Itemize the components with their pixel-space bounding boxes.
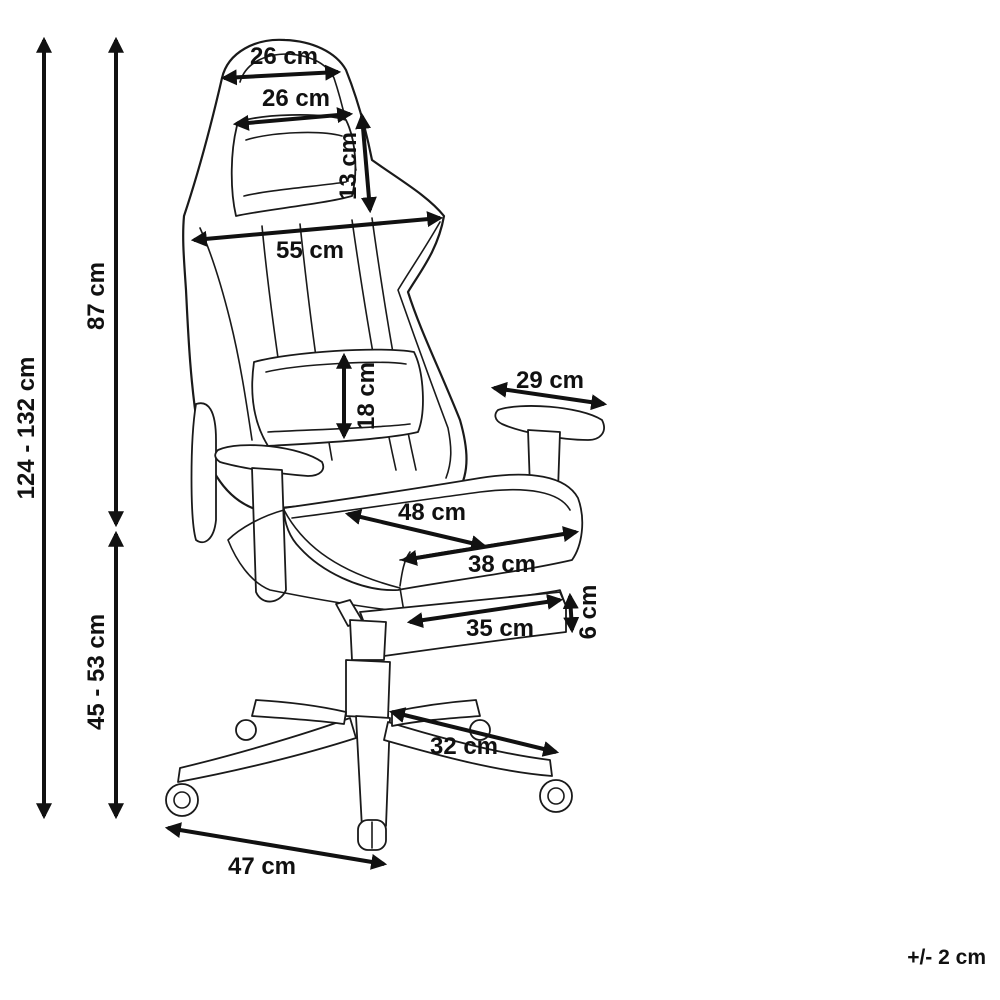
back-height-label: 87 cm xyxy=(83,262,110,330)
headrest-top-width-label: 26 cm xyxy=(250,43,318,70)
seat-width-arrow xyxy=(400,526,580,566)
backrest-outline xyxy=(182,38,468,512)
footrest-height-arrow xyxy=(562,592,580,634)
gas-cylinder xyxy=(349,619,387,661)
lumbar-height-label: 18 cm xyxy=(353,362,380,430)
total-height-label: 124 - 132 cm xyxy=(13,357,40,500)
head-pillow-height-arrow xyxy=(355,112,377,214)
armrest-length-arrow xyxy=(490,381,608,411)
footrest xyxy=(359,591,567,657)
dimension-labels: 124 - 132 cm 87 cm 45 - 53 cm 26 cm 26 c… xyxy=(13,43,986,969)
left-armrest-post xyxy=(251,467,287,603)
head-pillow-height-label: 13 cm xyxy=(335,132,362,200)
footrest-width-arrow xyxy=(406,593,564,629)
back-width-arrow xyxy=(190,211,444,247)
caster-right xyxy=(539,779,573,813)
seat-side-left xyxy=(227,509,405,613)
backrest-stripes xyxy=(261,217,417,471)
star-base-leg-back-left xyxy=(251,699,347,725)
back-width-label: 55 cm xyxy=(276,237,344,264)
caster-back-left xyxy=(235,719,257,741)
seat-height-label: 45 - 53 cm xyxy=(83,614,110,730)
caster-front xyxy=(357,819,387,851)
base-width-arrow xyxy=(164,822,388,870)
footrest-height-label: 6 cm xyxy=(575,585,602,640)
armrest-length-label: 29 cm xyxy=(516,367,584,394)
star-base-leg-left xyxy=(177,717,357,783)
head-pillow-width-label: 26 cm xyxy=(262,85,330,112)
head-pillow-width-arrow xyxy=(232,107,354,131)
left-armrest-pad xyxy=(214,444,325,477)
dimension-lines xyxy=(36,36,608,870)
caster-left xyxy=(165,783,199,817)
headrest-top-width-arrow xyxy=(220,64,342,86)
tolerance-note: +/- 2 cm xyxy=(907,946,986,969)
base-leg-length-arrow xyxy=(388,707,560,757)
base-leg-length-label: 32 cm xyxy=(430,733,498,760)
gaming-chair-drawing xyxy=(165,38,605,851)
footrest-width-label: 35 cm xyxy=(466,615,534,642)
base-width-label: 47 cm xyxy=(228,853,296,880)
seat-width-label: 38 cm xyxy=(468,551,536,578)
left-armrest-support xyxy=(190,402,217,544)
gas-lift-cover xyxy=(345,659,391,719)
head-pillow-seam xyxy=(243,131,347,197)
seat-depth-label: 48 cm xyxy=(398,499,466,526)
